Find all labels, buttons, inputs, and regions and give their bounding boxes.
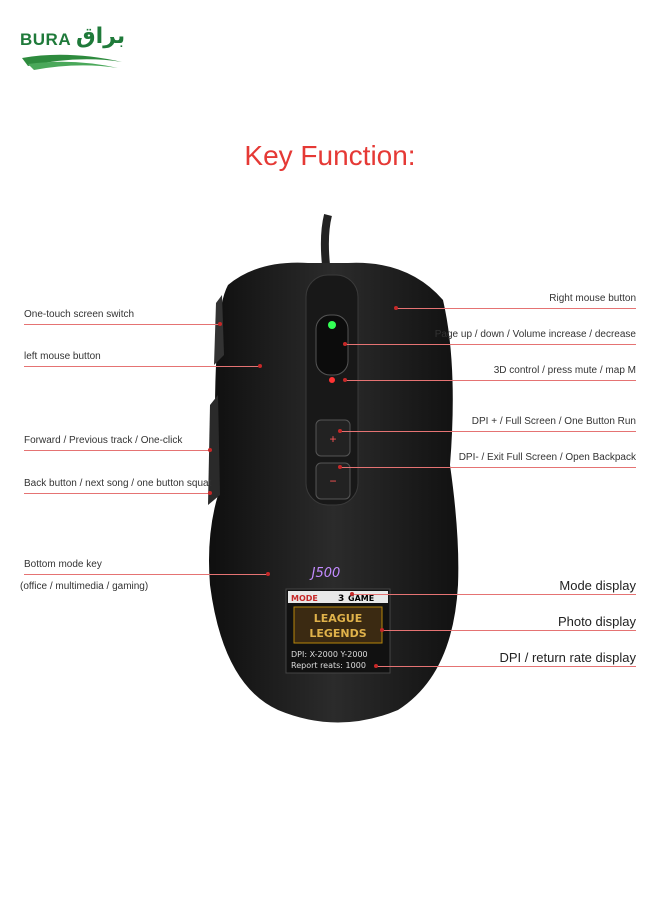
leader-line xyxy=(352,594,636,595)
screen-mode-number: 3 xyxy=(338,594,344,604)
leader-line xyxy=(24,366,260,367)
leader-dot xyxy=(218,322,222,326)
label-dpi-minus: DPI- / Exit Full Screen / Open Backpack xyxy=(458,452,636,463)
label-mode-display: Mode display xyxy=(559,578,636,593)
svg-text:+: + xyxy=(329,432,336,446)
leader-dot xyxy=(343,378,347,382)
leader-dot xyxy=(380,628,384,632)
label-left-button: left mouse button xyxy=(24,351,101,362)
label-dpi-display: DPI / return rate display xyxy=(499,650,636,665)
logo-wing-icon xyxy=(22,54,122,70)
mouse-badge-text: J500 xyxy=(309,566,341,581)
leader-line xyxy=(24,324,220,325)
screen-mode-label: MODE xyxy=(291,594,318,603)
screen-mode-name: GAME xyxy=(348,594,374,603)
leader-dot xyxy=(258,364,262,368)
leader-line xyxy=(345,344,636,345)
leader-line xyxy=(340,431,636,432)
label-mode-key: Bottom mode key xyxy=(24,559,102,570)
screen-report-text: Report reats: 1000 xyxy=(291,661,366,670)
logo-latin-text: BURA xyxy=(20,30,72,49)
label-mode-options: (office / multimedia / gaming) xyxy=(20,581,149,592)
label-dpi-plus: DPI + / Full Screen / One Button Run xyxy=(471,416,636,427)
leader-dot xyxy=(374,664,378,668)
leader-dot xyxy=(338,429,342,433)
leader-line xyxy=(345,380,636,381)
leader-dot xyxy=(266,572,270,576)
brand-logo: BURA براق xyxy=(18,22,128,74)
screen-game-line2: LEGENDS xyxy=(309,627,366,640)
leader-line xyxy=(24,574,268,575)
label-forward: Forward / Previous track / One-click xyxy=(24,435,183,446)
leader-line xyxy=(24,493,210,494)
leader-line xyxy=(24,450,210,451)
leader-line xyxy=(376,666,636,667)
screen-game-line1: LEAGUE xyxy=(314,612,363,625)
label-back: Back button / next song / one button squ… xyxy=(24,478,212,489)
leader-dot xyxy=(208,491,212,495)
label-photo-display: Photo display xyxy=(557,614,636,629)
leader-line xyxy=(382,630,636,631)
leader-dot xyxy=(394,306,398,310)
label-right-button: Right mouse button xyxy=(549,293,636,304)
label-page-volume: Page up / down / Volume increase / decre… xyxy=(434,329,636,340)
label-3d-control: 3D control / press mute / map M xyxy=(493,365,636,376)
svg-text:−: − xyxy=(329,474,336,488)
leader-dot xyxy=(343,342,347,346)
label-screen-switch: One-touch screen switch xyxy=(24,309,135,320)
leader-dot xyxy=(208,448,212,452)
gaming-mouse-illustration: + − J500 MODE 3 GAME LEAGUE LEGENDS DPI:… xyxy=(208,214,459,723)
leader-line xyxy=(396,308,636,309)
screen-dpi-text: DPI: X-2000 Y-2000 xyxy=(291,650,368,659)
leader-dot xyxy=(338,465,342,469)
logo-arabic-text: براق xyxy=(76,24,126,49)
page-title: Key Function: xyxy=(244,140,416,171)
leader-line xyxy=(340,467,636,468)
leader-dot xyxy=(350,592,354,596)
